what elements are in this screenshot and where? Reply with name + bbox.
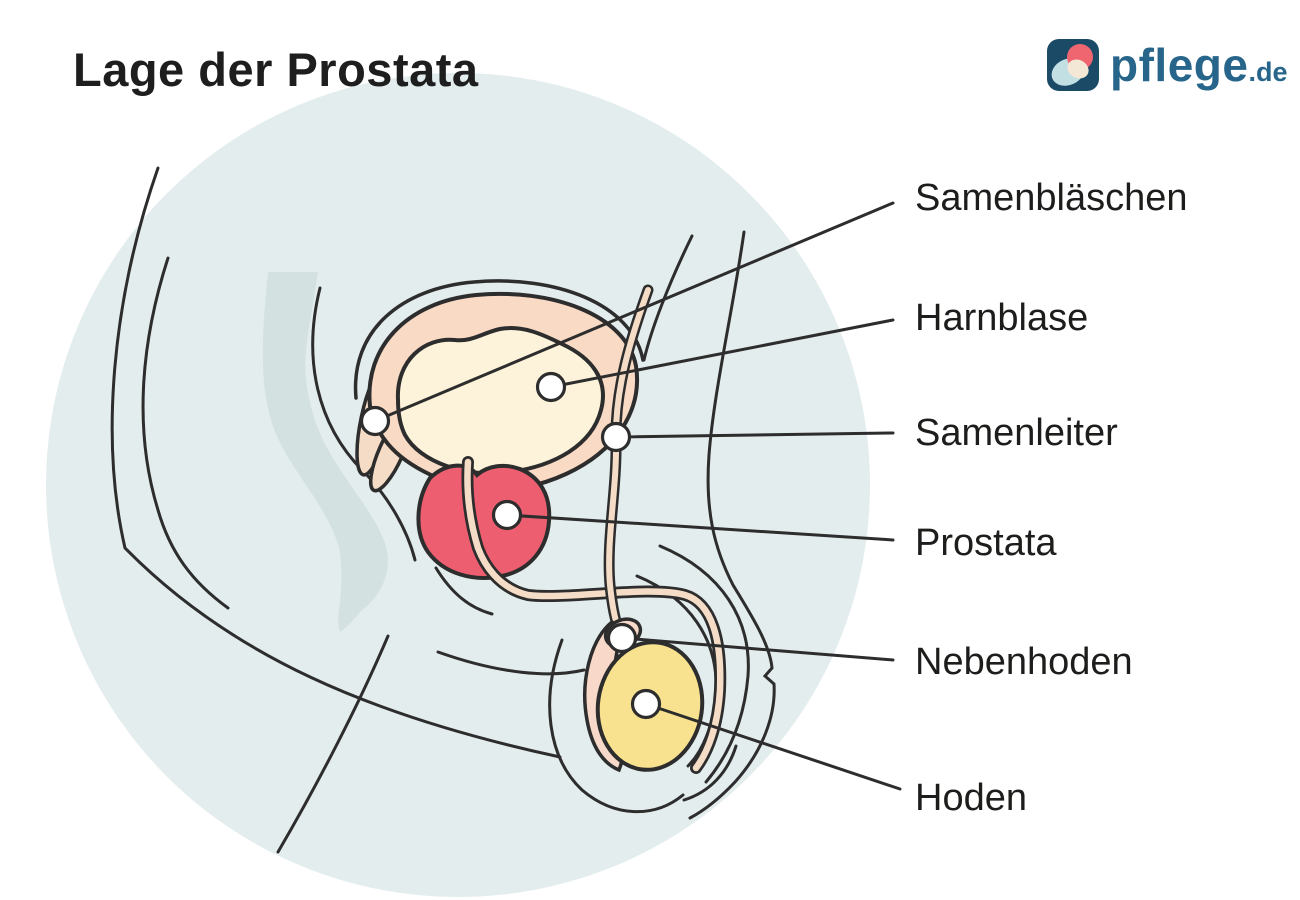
marker-samenblaeschen xyxy=(359,405,391,437)
leader-line-samenleiter xyxy=(614,431,895,439)
label-hoden: Hoden xyxy=(915,777,1027,819)
leader-lines xyxy=(373,201,902,791)
leader-line-samenblaeschen xyxy=(373,201,895,423)
urethra-tube xyxy=(461,456,727,774)
label-samenblaeschen: Samenbläschen xyxy=(915,177,1188,219)
marker-prostata xyxy=(491,499,523,531)
label-prostata: Prostata xyxy=(915,522,1057,564)
bladder-outer-line xyxy=(353,279,645,400)
label-nebenhoden: Nebenhoden xyxy=(915,641,1133,683)
page-title: Lage der Prostata xyxy=(73,43,479,96)
pflege-de-logo: pflege .de xyxy=(1047,38,1287,92)
logo-brand-text: pflege xyxy=(1110,39,1249,91)
rectum-shape xyxy=(262,272,389,632)
label-samenleiter: Samenleiter xyxy=(915,412,1118,454)
bladder-interior-shape xyxy=(395,326,605,476)
markers xyxy=(359,371,662,720)
pflege-logo-icon xyxy=(1047,39,1099,91)
marker-hoden xyxy=(630,688,662,720)
leader-line-hoden xyxy=(644,702,902,791)
logo-tld-text: .de xyxy=(1248,57,1288,87)
marker-harnblase xyxy=(535,371,567,403)
pflege-logo-wordmark: pflege .de xyxy=(1110,38,1287,92)
leader-line-nebenhoden xyxy=(620,636,895,662)
marker-nebenhoden xyxy=(606,622,638,654)
leader-line-harnblase xyxy=(549,318,895,389)
leader-line-prostata xyxy=(505,513,895,542)
marker-samenleiter xyxy=(600,421,632,453)
vas-deferens-tube xyxy=(603,284,654,644)
label-harnblase: Harnblase xyxy=(915,297,1089,339)
prostate-shape xyxy=(416,463,552,580)
